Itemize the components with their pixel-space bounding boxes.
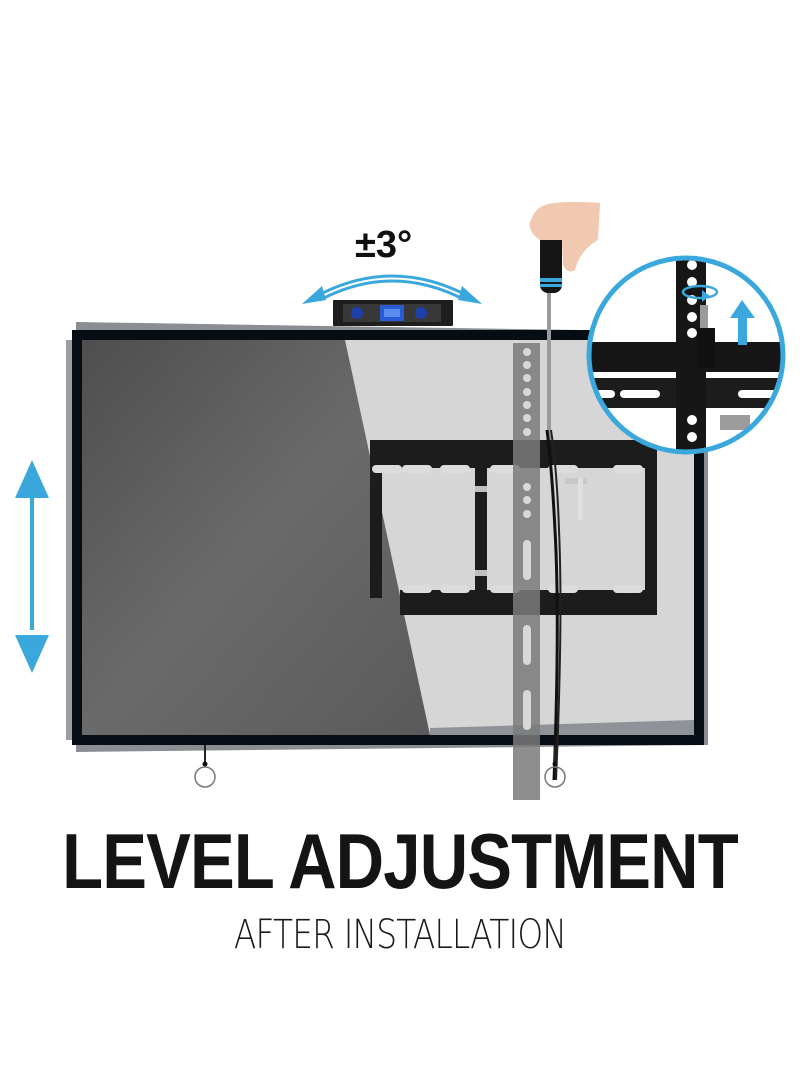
caption-subtitle: AFTER INSTALLATION [233, 912, 567, 958]
rotate-arrow-icon [681, 284, 719, 302]
vertical-adjust-arrow-icon [15, 460, 49, 673]
pull-cord-right [544, 745, 566, 788]
tilt-arrow-icon [314, 274, 471, 302]
screwdriver-icon [529, 201, 600, 781]
wall-mount-bracket [370, 343, 657, 803]
tilt-angle-label: ±3° [355, 224, 413, 266]
pull-cord-left [194, 745, 216, 788]
magnifier-circle [586, 255, 786, 455]
product-illustration [15, 201, 786, 803]
caption-title: LEVEL ADJUSTMENT [62, 817, 739, 905]
level-tool-icon [333, 300, 453, 326]
up-arrow-icon [730, 300, 755, 345]
